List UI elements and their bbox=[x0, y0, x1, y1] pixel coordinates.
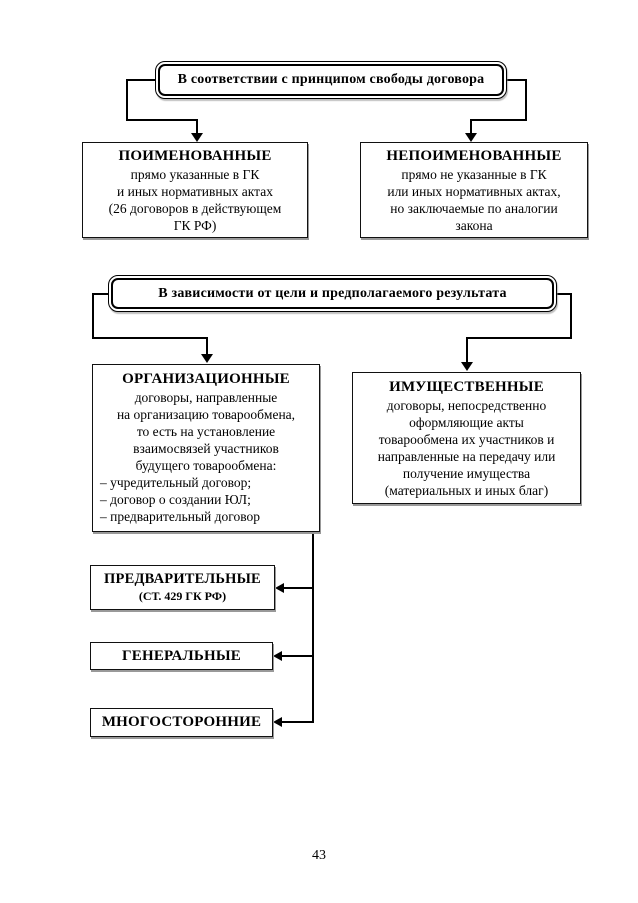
page-number: 43 bbox=[312, 848, 326, 863]
connector-s1-left-run bbox=[126, 119, 198, 121]
connector-s2-right-run bbox=[466, 337, 572, 339]
arrowhead-into-named-box bbox=[191, 133, 203, 142]
organizational-contracts-heading: ОРГАНИЗАЦИОННЫЕ bbox=[122, 371, 290, 387]
named-contracts-heading: ПОИМЕНОВАННЫЕ bbox=[118, 148, 272, 164]
connector-to-general bbox=[281, 655, 314, 657]
unnamed-contracts-heading: НЕПОИМЕНОВАННЫЕ bbox=[386, 148, 562, 164]
property-contracts-box: ИМУЩЕСТВЕННЫЕ договоры, непосредственно … bbox=[352, 372, 581, 504]
unnamed-contracts-description: прямо не указанные в ГК или иных нормати… bbox=[387, 167, 561, 233]
named-contracts-box: ПОИМЕНОВАННЫЕ прямо указанные в ГК и ины… bbox=[82, 142, 308, 238]
named-contracts-description: прямо указанные в ГК и иных нормативных … bbox=[108, 167, 282, 233]
connector-s1-right-tail bbox=[470, 119, 472, 135]
connector-s2-right-tail bbox=[466, 337, 468, 364]
arrowhead-into-property-box bbox=[461, 362, 473, 371]
connector-s2-left-drop bbox=[92, 293, 94, 339]
preliminary-contracts-article: (СТ. 429 ГК РФ) bbox=[138, 589, 227, 603]
arrowhead-into-preliminary-box bbox=[275, 583, 284, 593]
preliminary-contracts-label: ПРЕДВАРИТЕЛЬНЫЕ bbox=[104, 571, 261, 587]
connector-s2-left-stub bbox=[92, 293, 112, 295]
connector-s2-right-stub bbox=[555, 293, 572, 295]
connector-s2-left-tail bbox=[206, 337, 208, 356]
connector-subtypes-spine bbox=[312, 532, 314, 723]
purpose-result-title-box: В зависимости от цели и предполагаемого … bbox=[108, 275, 557, 312]
general-contracts-box: ГЕНЕРАЛЬНЫЕ bbox=[90, 642, 273, 670]
arrowhead-into-general-box bbox=[273, 651, 282, 661]
connector-s1-right-run bbox=[470, 119, 527, 121]
organizational-contracts-box: ОРГАНИЗАЦИОННЫЕ договоры, направленные н… bbox=[92, 364, 320, 532]
connector-to-preliminary bbox=[283, 587, 314, 589]
arrowhead-into-organizational-box bbox=[201, 354, 213, 363]
property-contracts-description: договоры, непосредственно оформляющие ак… bbox=[377, 398, 556, 498]
connector-s1-right-stub bbox=[505, 79, 527, 81]
general-contracts-label: ГЕНЕРАЛЬНЫЕ bbox=[122, 647, 241, 664]
freedom-principle-title: В соответствии с принципом свободы догов… bbox=[158, 64, 504, 96]
freedom-principle-title-box: В соответствии с принципом свободы догов… bbox=[155, 61, 507, 99]
connector-s1-left-drop bbox=[126, 79, 128, 121]
preliminary-contracts-box: ПРЕДВАРИТЕЛЬНЫЕ (СТ. 429 ГК РФ) bbox=[90, 565, 275, 610]
organizational-contracts-examples: – учредительный договор; – договор о соз… bbox=[100, 475, 260, 524]
arrowhead-into-unnamed-box bbox=[465, 133, 477, 142]
connector-s2-left-run bbox=[92, 337, 208, 339]
arrowhead-into-multilateral-box bbox=[273, 717, 282, 727]
purpose-result-title: В зависимости от цели и предполагаемого … bbox=[111, 278, 554, 309]
organizational-contracts-description: договоры, направленные на организацию то… bbox=[116, 390, 296, 473]
connector-s1-left-tail bbox=[196, 119, 198, 135]
connector-s2-right-drop bbox=[570, 293, 572, 339]
multilateral-contracts-box: МНОГОСТОРОННИЕ bbox=[90, 708, 273, 737]
connector-to-multilateral bbox=[281, 721, 314, 723]
multilateral-contracts-label: МНОГОСТОРОННИЕ bbox=[101, 714, 262, 730]
property-contracts-heading: ИМУЩЕСТВЕННЫЕ bbox=[389, 379, 544, 395]
connector-s1-left-stub bbox=[126, 79, 157, 81]
connector-s1-right-drop bbox=[525, 79, 527, 121]
unnamed-contracts-box: НЕПОИМЕНОВАННЫЕ прямо не указанные в ГК … bbox=[360, 142, 588, 238]
